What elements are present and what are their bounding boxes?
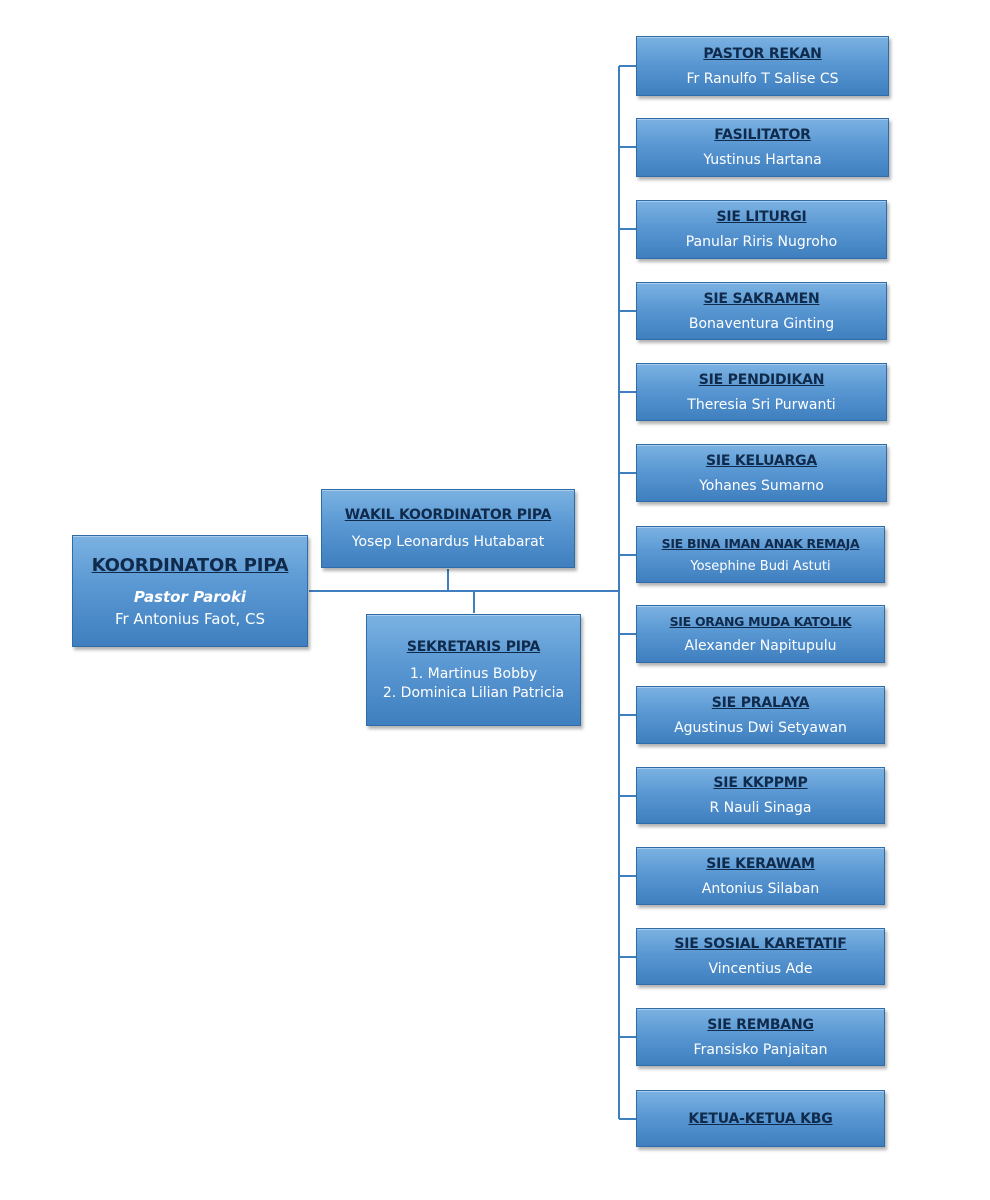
section-name: Vincentius Ade [708,961,813,977]
section-title: SIE KKPPMP [713,775,808,791]
section-name: R Nauli Sinaga [709,800,812,816]
section-box-sie-sakramen: SIE SAKRAMEN Bonaventura Ginting [636,282,887,340]
deputy-box: WAKIL KOORDINATOR PIPA Yosep Leonardus H… [321,489,575,568]
section-title: SIE BINA IMAN ANAK REMAJA [661,535,860,551]
section-name: Fr Ranulfo T Salise CS [686,70,839,87]
secretary-title: SEKRETARIS PIPA [406,639,541,655]
section-box-ketua-kbg: KETUA-KETUA KBG [636,1090,885,1147]
section-box-sie-liturgi: SIE LITURGI Panular Riris Nugroho [636,200,887,259]
deputy-name: Yosep Leonardus Hutabarat [351,534,545,550]
section-name: Theresia Sri Purwanti [687,396,836,413]
section-box-pastor-rekan: PASTOR REKAN Fr Ranulfo T Salise CS [636,36,889,96]
section-title: SIE LITURGI [716,209,807,225]
section-box-sie-keluarga: SIE KELUARGA Yohanes Sumarno [636,444,887,502]
section-box-sie-sosial-karetatif: SIE SOSIAL KARETATIF Vincentius Ade [636,928,885,985]
section-name: Yohanes Sumarno [699,477,824,494]
section-box-sie-pendidikan: SIE PENDIDIKAN Theresia Sri Purwanti [636,363,887,421]
section-title: SIE PRALAYA [711,694,810,711]
secretary-name-2: 2. Dominica Lilian Patricia [382,685,565,701]
section-title: SIE REMBANG [707,1016,814,1033]
section-title: FASILITATOR [714,127,811,143]
section-box-sie-bina-iman: SIE BINA IMAN ANAK REMAJA Yosephine Budi… [636,526,885,583]
secretary-name-1: 1. Martinus Bobby [409,666,538,682]
section-name: Antonius Silaban [701,880,820,897]
section-box-sie-kkppmp: SIE KKPPMP R Nauli Sinaga [636,767,885,824]
section-name: Fransisko Panjaitan [693,1041,828,1058]
secretary-box: SEKRETARIS PIPA 1. Martinus Bobby 2. Dom… [366,614,581,726]
section-title: SIE SAKRAMEN [703,290,820,307]
section-box-sie-pralaya: SIE PRALAYA Agustinus Dwi Setyawan [636,686,885,744]
section-name: Agustinus Dwi Setyawan [674,719,847,736]
section-title: SIE KERAWAM [706,855,815,872]
coordinator-box: KOORDINATOR PIPA Pastor Paroki Fr Antoni… [72,535,308,647]
section-title: SIE KELUARGA [705,452,818,469]
section-name: Yustinus Hartana [703,152,822,168]
section-name: Alexander Napitupulu [684,638,837,654]
section-name: Bonaventura Ginting [688,315,835,332]
section-title: SIE PENDIDIKAN [698,371,825,388]
section-box-fasilitator: FASILITATOR Yustinus Hartana [636,118,889,177]
section-box-sie-rembang: SIE REMBANG Fransisko Panjaitan [636,1008,885,1066]
section-name: Yosephine Budi Astuti [690,558,831,574]
section-box-sie-omk: SIE ORANG MUDA KATOLIK Alexander Napitup… [636,605,885,663]
section-name: Panular Riris Nugroho [685,234,838,250]
coordinator-role: Pastor Paroki [133,587,247,606]
deputy-title: WAKIL KOORDINATOR PIPA [344,507,552,523]
coordinator-name: Fr Antonius Faot, CS [114,609,266,628]
section-title: SIE SOSIAL KARETATIF [674,936,847,952]
section-title: KETUA-KETUA KBG [688,1110,833,1127]
section-box-sie-kerawam: SIE KERAWAM Antonius Silaban [636,847,885,905]
section-title: SIE ORANG MUDA KATOLIK [669,614,852,629]
coordinator-title: KOORDINATOR PIPA [91,554,289,576]
section-title: PASTOR REKAN [703,45,822,62]
